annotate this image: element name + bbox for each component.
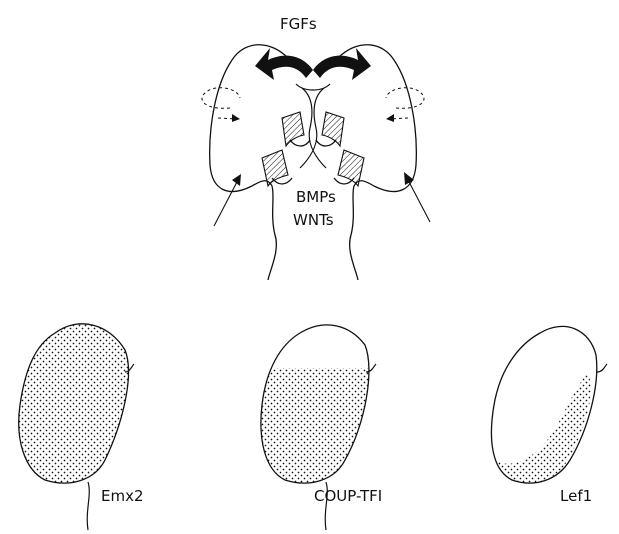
bmps-label: BMPs <box>296 188 336 206</box>
hatched-signaling-centers <box>262 112 364 186</box>
panel-lef1 <box>491 326 607 483</box>
stalk <box>597 364 607 372</box>
left-diagonal-arrow-icon <box>214 180 238 226</box>
lef1-label: Lef1 <box>560 487 592 505</box>
stalk-lower <box>87 482 89 530</box>
hatched-center-upper-left <box>282 112 304 146</box>
fgfs-label: FGFs <box>280 15 317 33</box>
wnts-label: WNTs <box>293 211 334 229</box>
hatched-center-upper-right <box>322 112 344 146</box>
embryonic-forebrain-schematic <box>202 45 430 280</box>
right-rotation-arrow-icon <box>386 88 424 109</box>
left-rotation-arrow-icon <box>202 88 240 109</box>
fgf-arrow-icon <box>255 48 371 80</box>
midline-ventricle <box>300 88 326 168</box>
coup-tfi-label: COUP-TFI <box>314 487 382 505</box>
right-diagonal-arrow-icon <box>407 178 430 222</box>
emx2-label: Emx2 <box>101 487 144 505</box>
midline-ventricle-top <box>296 84 330 90</box>
